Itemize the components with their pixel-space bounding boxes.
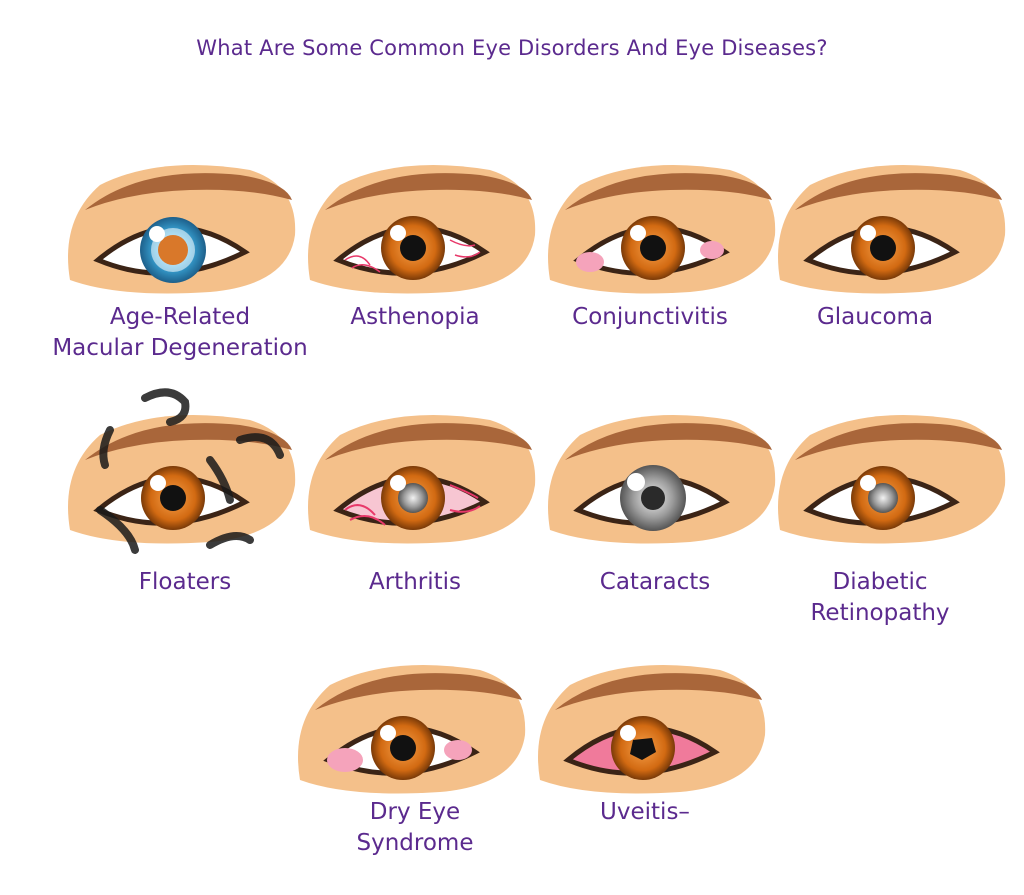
eye-illustration-dry-eye — [290, 660, 530, 795]
eye-illustration-amd — [60, 160, 300, 295]
label-arthritis: Arthritis — [368, 569, 462, 595]
label-conjunctivitis: Conjunctivitis — [572, 304, 728, 330]
label-floaters: Floaters — [138, 569, 232, 595]
page-title: What Are Some Common Eye Disorders And E… — [196, 36, 828, 60]
eye-illustration-glaucoma — [770, 160, 1010, 295]
label-glaucoma: Glaucoma — [816, 304, 934, 330]
eye-illustration-arthritis — [300, 410, 540, 545]
eye-illustration-conjunctivitis — [540, 160, 780, 295]
label-asthenopia: Asthenopia — [350, 304, 480, 330]
eye-illustration-floaters — [60, 388, 300, 554]
eye-illustration-uveitis — [530, 660, 770, 795]
eye-illustration-asthenopia — [300, 160, 540, 295]
label-uveitis: Uveitis– — [600, 799, 690, 825]
eye-illustration-cataracts — [540, 410, 780, 545]
eye-illustration-diabetic-retinopathy — [770, 410, 1010, 545]
label-cataracts: Cataracts — [599, 569, 711, 595]
